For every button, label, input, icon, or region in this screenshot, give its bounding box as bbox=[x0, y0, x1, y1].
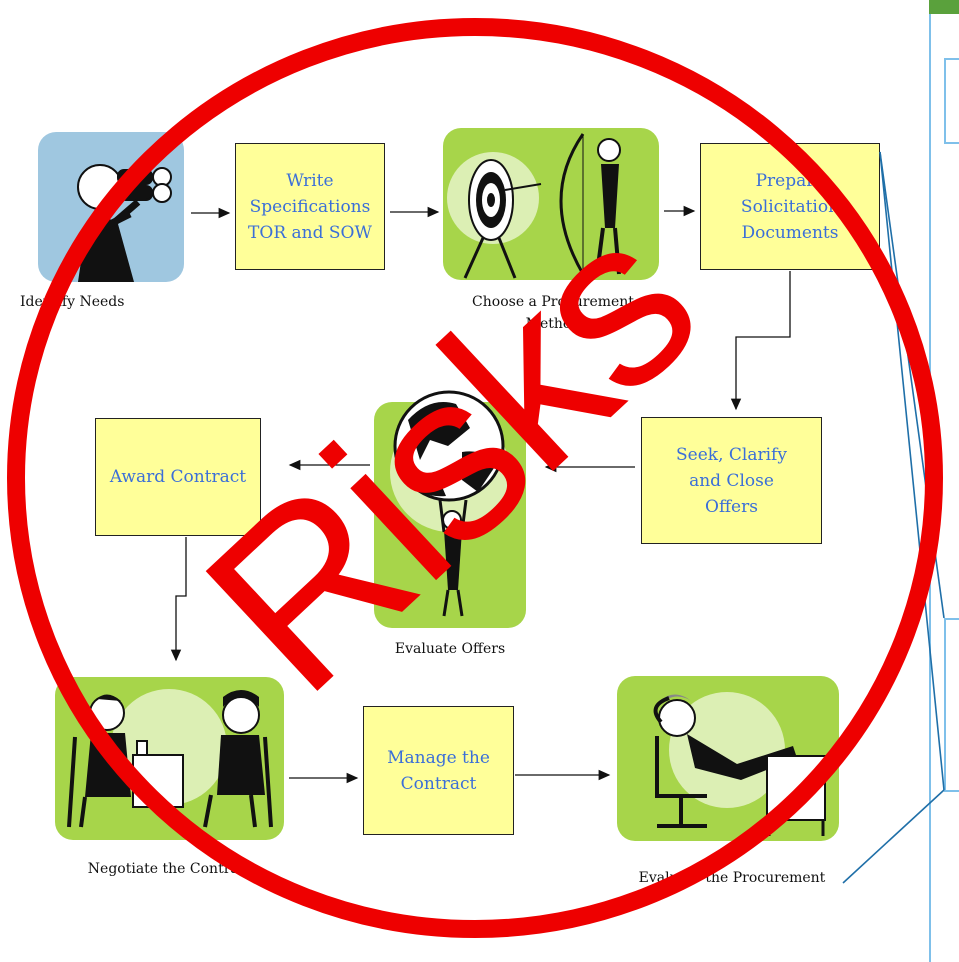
choose-method-picture bbox=[443, 128, 659, 280]
manage-contract-box: Manage the Contract bbox=[363, 706, 514, 835]
identify-needs-caption: Identify Needs bbox=[20, 294, 125, 310]
seek-offers-box: Seek, Clarify and Close Offers bbox=[641, 417, 822, 544]
evaluate-offers-picture bbox=[374, 402, 526, 628]
identify-needs-picture bbox=[38, 132, 184, 282]
evaluate-procurement-picture bbox=[617, 676, 839, 841]
negotiate-picture bbox=[55, 677, 284, 840]
side-panel-header bbox=[929, 0, 959, 14]
evaluate-procurement-caption: Evaluate the Procurement bbox=[638, 870, 826, 886]
evaluate-offers-caption: Evaluate Offers bbox=[394, 641, 506, 657]
side-panel-box-top bbox=[944, 58, 959, 144]
negotiate-caption: Negotiate the Contract bbox=[87, 861, 253, 877]
side-panel-frame bbox=[929, 14, 959, 962]
write-specifications-box: Write Specifications TOR and SOW bbox=[235, 143, 385, 270]
award-contract-box: Award Contract bbox=[95, 418, 261, 536]
prepare-solicitation-box: Prepare Solicitation Documents bbox=[700, 143, 880, 270]
side-panel-box-bottom bbox=[944, 618, 959, 792]
choose-method-caption: Choose a Procurement Method bbox=[472, 294, 634, 332]
